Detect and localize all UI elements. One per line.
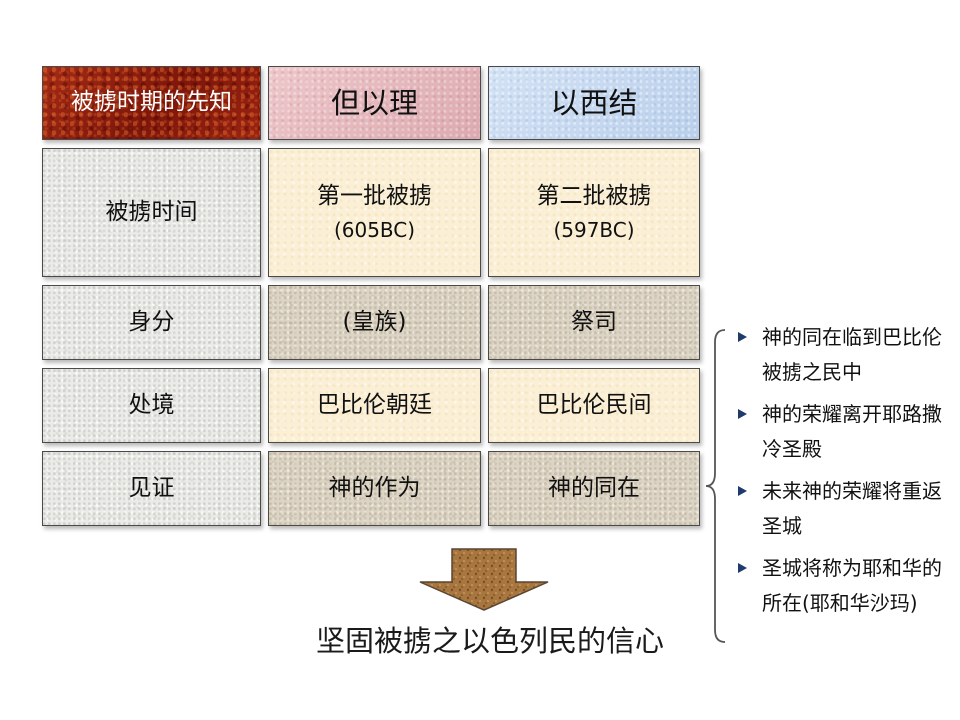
row-label-testimony: 见证 [42,451,261,526]
cell-ezekiel-situation: 巴比伦民间 [488,368,700,443]
row-label-text: 被掳时间 [105,198,198,225]
cell-text-line2: (597BC) [553,217,635,242]
bullet-text: 圣城将称为耶和华的所在(耶和华沙玛) [762,556,942,615]
bullet-text: 未来神的荣耀将重返圣城 [762,479,942,538]
bullet-list: 神的同在临到巴比伦被掳之民中 神的荣耀离开耶路撒冷圣殿 未来神的荣耀将重返圣城 … [734,320,956,628]
cell-text-line1: 第二批被掳 [536,183,652,210]
cell-ezekiel-identity: 祭司 [488,285,700,360]
conclusion-text: 坚固被掳之以色列民的信心 [315,624,664,658]
cell-text-line2: (605BC) [333,217,416,242]
cell-text: (皇族) [342,308,407,335]
header-daniel: 但以理 [268,66,481,140]
row-label-text: 处境 [128,391,175,418]
triangle-bullet-icon [738,332,747,342]
bullet-item: 神的荣耀离开耶路撒冷圣殿 [734,397,956,467]
row-label-situation: 处境 [42,368,261,443]
cell-daniel-exile-time: 第一批被掳 (605BC) [268,148,481,277]
cell-text-line1: 第一批被掳 [317,183,432,210]
row-label-identity: 身分 [42,285,261,360]
down-arrow-icon [419,548,549,611]
cell-text: 神的作为 [328,474,421,501]
header-prophets: 被掳时期的先知 [42,66,261,140]
bullet-item: 圣城将称为耶和华的所在(耶和华沙玛) [734,551,956,621]
cell-ezekiel-testimony: 神的同在 [488,451,700,526]
header-ezekiel-label: 以西结 [550,85,638,120]
triangle-bullet-icon [738,563,747,573]
row-label-text: 身分 [128,308,175,335]
bullet-item: 神的同在临到巴比伦被掳之民中 [734,320,956,390]
header-prophets-label: 被掳时期的先知 [71,89,232,116]
cell-text: 祭司 [571,308,617,335]
row-label-text: 见证 [128,474,175,501]
bullet-text: 神的同在临到巴比伦被掳之民中 [762,325,942,384]
cell-daniel-testimony: 神的作为 [268,451,481,526]
curly-brace-icon [705,329,726,643]
cell-daniel-identity: (皇族) [268,285,481,360]
cell-text: 神的同在 [548,474,640,501]
cell-text: 巴比伦民间 [536,391,652,418]
header-ezekiel: 以西结 [488,66,700,140]
row-label-exile-time: 被掳时间 [42,148,261,277]
header-daniel-label: 但以理 [330,85,418,120]
cell-ezekiel-exile-time: 第二批被掳 (597BC) [488,148,700,277]
triangle-bullet-icon [738,486,747,496]
cell-daniel-situation: 巴比伦朝廷 [268,368,481,443]
bullet-text: 神的荣耀离开耶路撒冷圣殿 [762,402,942,461]
triangle-bullet-icon [738,409,747,419]
bullet-item: 未来神的荣耀将重返圣城 [734,474,956,544]
cell-text: 巴比伦朝廷 [317,391,432,418]
